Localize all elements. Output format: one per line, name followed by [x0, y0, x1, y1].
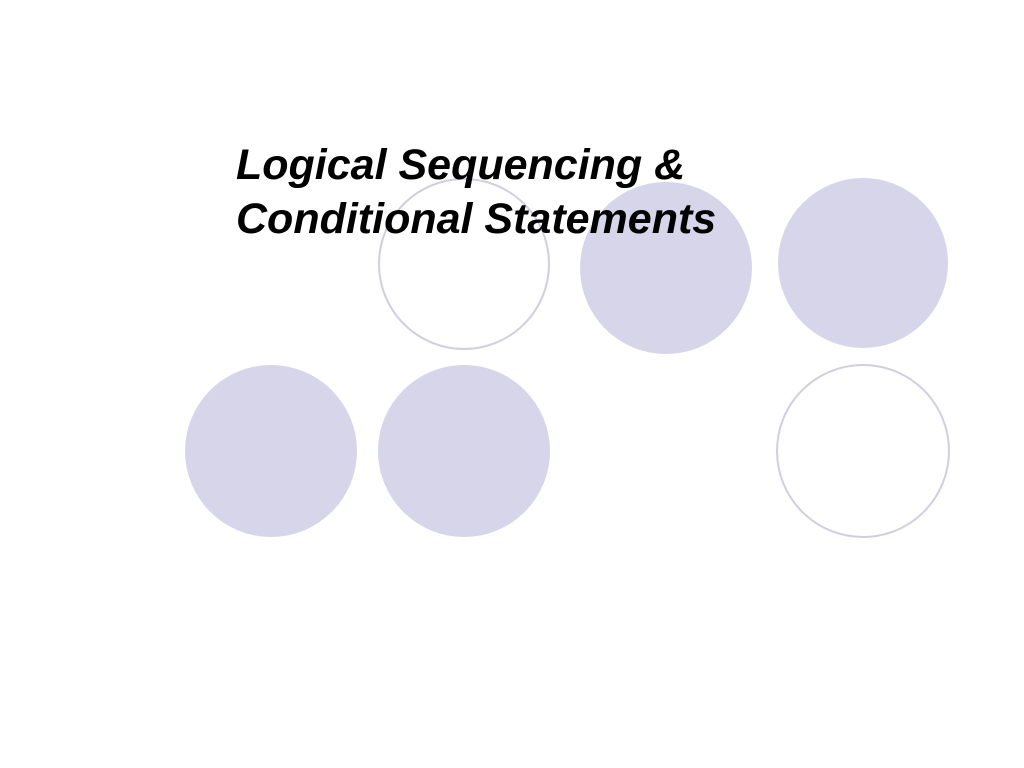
- circle-bottom-right-outline: [776, 364, 950, 538]
- page-title: Logical Sequencing & Conditional Stateme…: [236, 141, 717, 243]
- circle-bottom-middle-filled: [378, 365, 550, 537]
- circle-bottom-left-filled: [185, 365, 357, 537]
- circle-top-middle-outline: [378, 178, 550, 350]
- circle-top-right-filled: [778, 178, 948, 348]
- circle-top-center-filled: [580, 182, 752, 354]
- title-placeholder[interactable]: Logical Sequencing & Conditional Stateme…: [236, 138, 836, 246]
